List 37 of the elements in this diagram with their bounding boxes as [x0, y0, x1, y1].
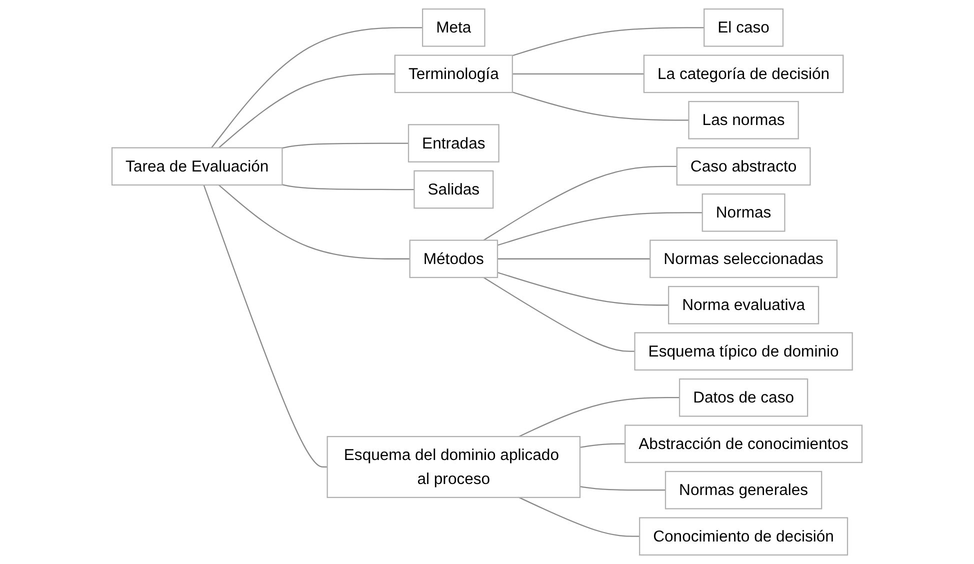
node-box: Datos de caso: [678, 378, 808, 417]
node-box: Las normas: [688, 100, 799, 140]
connector: [512, 27, 704, 56]
node-box: Esquema del dominio aplicado al proceso: [326, 436, 581, 498]
connector: [282, 142, 408, 149]
connector: [211, 27, 423, 148]
node-box: Terminología: [394, 54, 513, 94]
connector: [282, 184, 414, 190]
node-box: Normas: [702, 193, 786, 232]
connector: [218, 184, 410, 260]
node-box: Entradas: [408, 124, 500, 162]
connector: [218, 73, 395, 148]
connector: [518, 397, 680, 438]
node-box: Normas seleccionadas: [650, 240, 838, 278]
connector: [497, 258, 650, 260]
connector: [497, 212, 702, 246]
node-box: Normas generales: [664, 470, 822, 510]
node-box: Caso abstracto: [676, 147, 811, 186]
node-box: Norma evaluativa: [668, 286, 820, 324]
node-box: Abstracción de conocimientos: [624, 424, 863, 464]
node-box: Salidas: [414, 170, 494, 209]
connector: [483, 166, 677, 241]
node-box: El caso: [704, 8, 784, 47]
connector: [483, 277, 635, 352]
connector: [203, 184, 328, 468]
node-box: Conocimiento de decisión: [639, 517, 848, 556]
connector: [580, 486, 666, 491]
node-box: La categoría de decisión: [643, 54, 844, 94]
connector: [497, 272, 669, 306]
connector: [512, 92, 689, 121]
node-box: Esquema típico de dominio: [634, 332, 853, 371]
node-box: Tarea de Evaluación: [111, 147, 283, 186]
connector: [518, 496, 640, 537]
node-box: Métodos: [409, 240, 498, 278]
node-box: Meta: [422, 8, 486, 47]
connector: [580, 443, 626, 448]
connector: [512, 73, 644, 74]
